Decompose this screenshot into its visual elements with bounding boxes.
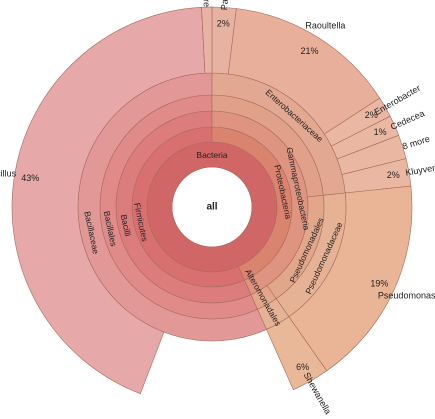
label-bacillus: Bacillus: [0, 169, 17, 179]
pct-raoultella: 21%: [300, 46, 318, 56]
wedge-layer: [11, 6, 413, 395]
wedge-bacillus[interactable]: [11, 6, 206, 395]
pct-pantoea: 2%: [217, 18, 230, 28]
pct-cedecea: 1%: [374, 127, 387, 137]
label-cedecea: Cedecea: [389, 108, 426, 132]
pct-pseudomonas: 19%: [370, 278, 388, 288]
pct-kluyvera: 2%: [387, 170, 400, 180]
label-one-more: 1 more: [201, 0, 212, 7]
pct-bacillus: 43%: [21, 173, 39, 183]
label-eight-more: 8 more: [401, 134, 431, 152]
pct-shewanella: 6%: [296, 362, 309, 372]
wedge-one-more[interactable]: [201, 6, 213, 74]
pct-enterobacter: 2%: [365, 110, 378, 120]
root-label: all: [206, 202, 217, 213]
label-bacteria: Bacteria: [196, 150, 227, 160]
label-raoultella: Raoultella: [305, 21, 345, 31]
label-bacilli: Bacilli: [119, 213, 133, 237]
label-shewanella: Shewanella: [302, 371, 334, 416]
label-pantoea: Pantoea: [219, 0, 231, 10]
label-kluyvera: Kluyvera: [405, 162, 435, 178]
label-pseudomonas: Pseudomonas: [378, 291, 435, 301]
wedge-shewanella[interactable]: [266, 316, 328, 391]
